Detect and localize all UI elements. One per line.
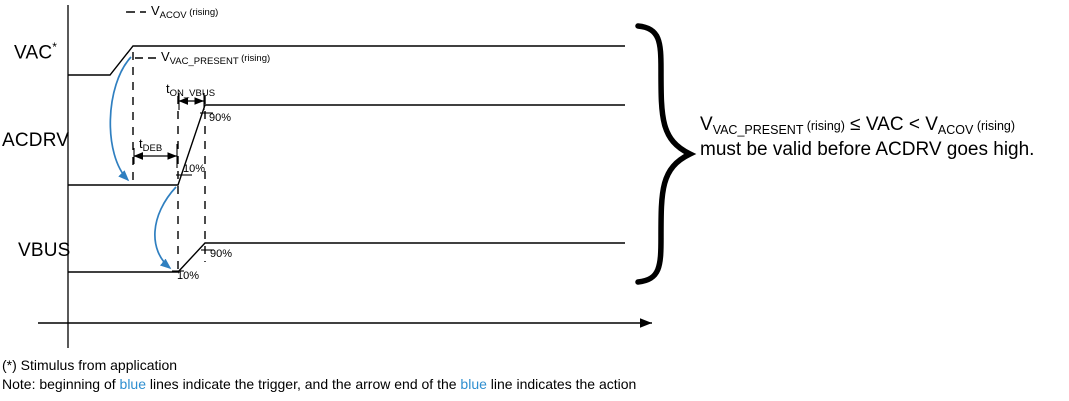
callout-v2-paren: (rising) [973, 119, 1016, 133]
footnote-blue-note: Note: beginning of blue lines indicate t… [2, 375, 636, 394]
legend-vacov-paren: (rising) [186, 7, 219, 18]
footnote-note-part2: lines indicate the trigger, and the arro… [146, 376, 461, 392]
legend-vacov-sub: ACOV [159, 10, 187, 21]
signal-label-vac: VAC* [14, 40, 57, 64]
percent-label-acdrv-90: 90% [209, 112, 232, 124]
waveform-acdrv [68, 104, 625, 186]
callout-v1-paren: (rising) [803, 119, 845, 133]
percent-label-acdrv-10: 10% [183, 163, 206, 175]
callout-line-1: VVAC_PRESENT (rising) ≤ VAC < VACOV (ris… [700, 113, 1060, 138]
t-on-vbus-symbol: t [166, 81, 170, 96]
signal-label-vbus: VBUS [18, 240, 71, 262]
callout-v2-sub: ACOV [937, 123, 974, 137]
legend-vac-present-symbol: V [161, 49, 170, 64]
percent-label-vbus-90: 90% [210, 248, 233, 260]
signal-label-vac-star: * [52, 40, 58, 54]
footnote-note-part1: Note: beginning of [2, 376, 120, 392]
legend-label-vacov: VACOV (rising) [151, 3, 219, 21]
signal-label-vbus-text: VBUS [18, 240, 71, 261]
callout-operator-lt: < [903, 114, 926, 135]
percent-label-vbus-10: 10% [177, 270, 200, 282]
callout-vac-text: VAC [865, 114, 904, 135]
footnote-stimulus: (*) Stimulus from application [2, 357, 178, 373]
footnote-note-part3: line indicates the action [486, 376, 637, 392]
callout-text-block: VVAC_PRESENT (rising) ≤ VAC < VACOV (ris… [700, 113, 1060, 162]
callout-v1-symbol: V [700, 114, 713, 135]
signal-label-vac-text: VAC [14, 42, 53, 64]
t-deb-symbol: t [139, 136, 143, 151]
signal-label-acdrv-text: ACDRV [2, 130, 70, 151]
footnote-blue-word-1: blue [119, 376, 146, 392]
waveform-vbus [68, 242, 625, 273]
callout-brace [635, 23, 697, 285]
timing-label-t-on-vbus: tON_VBUS [166, 81, 216, 99]
timing-label-t-deb: tDEB [139, 136, 163, 154]
callout-v1-sub: VAC_PRESENT [712, 123, 804, 137]
callout-v2-symbol: V [925, 114, 938, 135]
signal-label-acdrv: ACDRV [2, 130, 69, 152]
blue-trigger-arrow-acdrv-to-vbus [154, 186, 177, 270]
legend-vacov-symbol: V [151, 3, 160, 18]
legend-vac-present-paren: (rising) [238, 53, 271, 64]
footnotes-block: (*) Stimulus from application Note: begi… [2, 356, 636, 394]
waveform-vac [68, 45, 625, 76]
t-on-vbus-sub: ON_VBUS [169, 88, 216, 99]
t-deb-sub: DEB [142, 143, 163, 154]
legend-vac-present-sub: VAC_PRESENT [169, 56, 239, 67]
legend-label-vac-present: VVAC_PRESENT (rising) [161, 49, 271, 67]
blue-trigger-arrow-vac-to-acdrv [109, 56, 132, 182]
footnote-blue-word-2: blue [460, 376, 487, 392]
callout-operator-lte: ≤ [844, 114, 866, 135]
callout-line-2: must be valid before ACDRV goes high. [700, 139, 1035, 160]
